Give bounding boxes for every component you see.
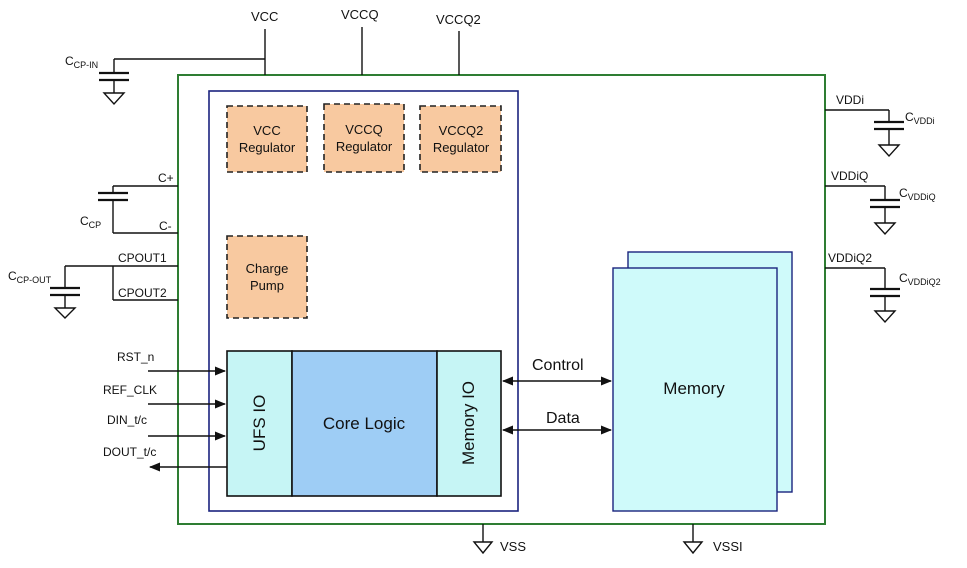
vddiq-ground-icon: [873, 222, 897, 236]
c-minus-label: C-: [159, 219, 172, 233]
ccp-label: CCP: [80, 214, 101, 230]
svg-text:Charge: Charge: [246, 261, 289, 276]
ccp-in-label: CCP-IN: [65, 54, 98, 70]
charge-pump: Charge Pump: [226, 235, 308, 319]
vcc-regulator: VCC Regulator: [226, 105, 308, 173]
data-label: Data: [546, 410, 580, 427]
svg-text:Regulator: Regulator: [433, 140, 490, 155]
vccq2-label: VCCQ2: [436, 12, 481, 27]
vccq-label: VCCQ: [341, 7, 379, 22]
cpout1-label: CPOUT1: [118, 251, 167, 265]
ccp-in-ground-icon: [102, 92, 126, 106]
vssi-ground-icon: [682, 541, 704, 555]
svg-text:Regulator: Regulator: [336, 139, 393, 154]
dout-label: DOUT_t/c: [103, 445, 156, 459]
rst-n-label: RST_n: [117, 350, 154, 364]
memory-block: [612, 267, 778, 512]
ufs-io-block: [226, 350, 293, 497]
svg-text:Pump: Pump: [250, 278, 284, 293]
memory-io-label: Memory IO: [459, 381, 478, 465]
vddi-ground-icon: [877, 144, 901, 158]
ref-clk-label: REF_CLK: [103, 383, 157, 397]
memory-label: Memory: [663, 379, 725, 398]
control-label: Control: [532, 357, 584, 374]
svg-text:VCC: VCC: [253, 123, 280, 138]
vddiq2-label: VDDiQ2: [828, 251, 872, 265]
cvddiq-label: CVDDiQ: [899, 186, 936, 202]
vss-label: VSS: [500, 539, 526, 554]
core-logic-block: [291, 350, 438, 497]
svg-text:VCCQ: VCCQ: [345, 122, 383, 137]
vssi-label: VSSI: [713, 539, 743, 554]
memory-io-block: [436, 350, 502, 497]
cvddiq2-label: CVDDiQ2: [899, 271, 941, 287]
ccp-out-ground-icon: [53, 307, 77, 319]
vss-ground-icon: [472, 541, 494, 555]
vddiq2-ground-icon: [873, 310, 897, 324]
c-plus-label: C+: [158, 171, 174, 185]
vccq2-regulator: VCCQ2 Regulator: [419, 105, 502, 173]
cvddi-label: CVDDi: [905, 110, 935, 126]
cpout2-label: CPOUT2: [118, 286, 167, 300]
vccq-regulator: VCCQ Regulator: [323, 103, 405, 173]
core-logic-label: Core Logic: [323, 414, 406, 433]
vddi-label: VDDi: [836, 93, 864, 107]
controller-outline: [208, 90, 519, 512]
vcc-label: VCC: [251, 9, 278, 24]
ufs-io-label: UFS IO: [250, 395, 269, 452]
svg-text:Regulator: Regulator: [239, 140, 296, 155]
vddiq-label: VDDiQ: [831, 169, 868, 183]
din-label: DIN_t/c: [107, 413, 147, 427]
svg-text:VCCQ2: VCCQ2: [439, 123, 484, 138]
ccp-out-label: CCP-OUT: [8, 269, 52, 285]
